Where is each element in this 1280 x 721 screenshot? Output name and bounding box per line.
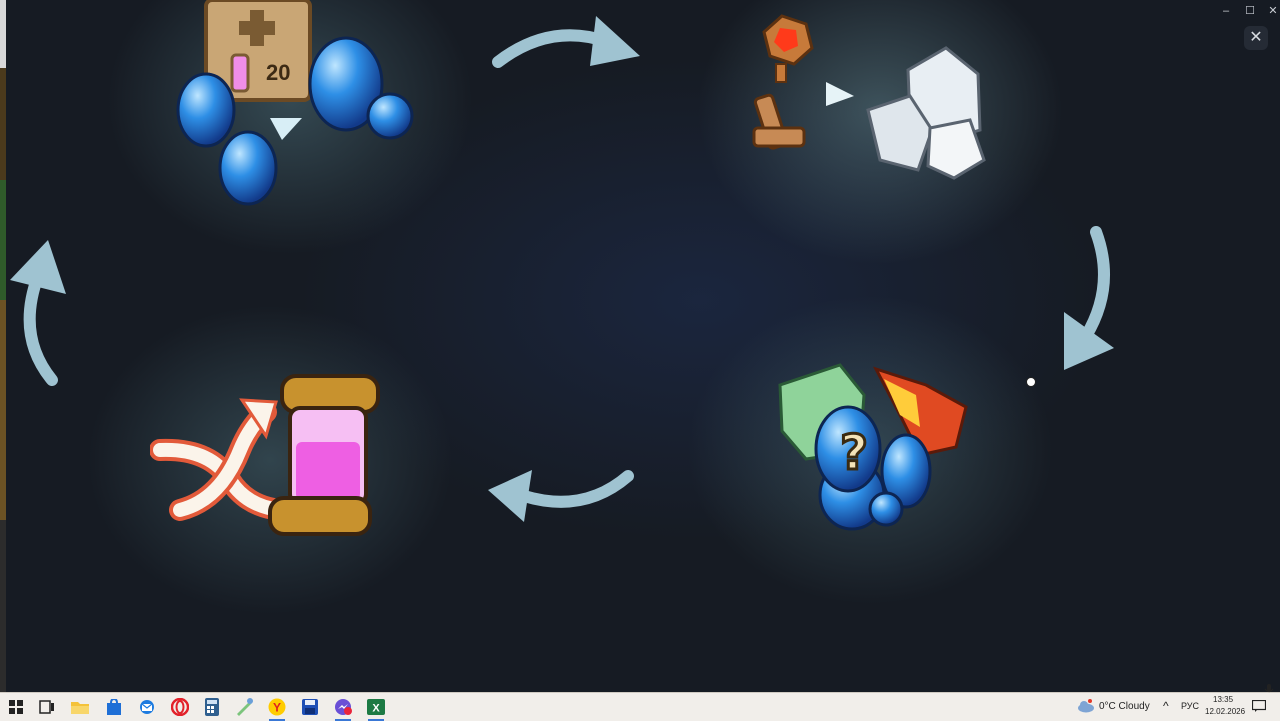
taskbar-app-messenger[interactable] xyxy=(333,697,353,721)
overlay-close-button[interactable]: ✕ xyxy=(1244,26,1268,50)
minimize-button[interactable]: – xyxy=(1222,5,1230,17)
folder-icon xyxy=(71,702,89,714)
language-indicator[interactable]: РУС xyxy=(1181,701,1200,711)
clock-time[interactable]: 13:35 xyxy=(1213,695,1234,704)
game-screen[interactable]: – ☐ ✕ ✕ 20 xyxy=(0,0,1280,692)
runes-to-crystals-item xyxy=(740,10,1000,200)
pink-vial xyxy=(268,374,380,536)
taskbar-app-save[interactable] xyxy=(300,697,320,717)
bronze-rune-fragment xyxy=(752,93,806,150)
paint-icon xyxy=(237,698,253,716)
taskbar-app-explorer[interactable] xyxy=(70,697,90,717)
shuffle-icon xyxy=(149,398,291,521)
background-window-edge xyxy=(0,0,6,692)
taskbar-app-yandex[interactable]: Y xyxy=(267,697,287,721)
notifications-icon[interactable] xyxy=(1252,700,1266,712)
blue-egg xyxy=(308,36,384,132)
windows-logo-icon xyxy=(9,700,23,714)
svg-text:X: X xyxy=(372,703,380,715)
window-close-button[interactable]: ✕ xyxy=(1268,5,1278,17)
task-view-button[interactable] xyxy=(37,697,57,717)
blue-egg xyxy=(218,130,278,206)
red-rune-key xyxy=(762,14,814,83)
ticket-and-eggs-item: 20 xyxy=(170,0,420,210)
taskbar: Y X 0°C Cloudy ^ РУС 13:35 12.02.2026 xyxy=(0,684,1280,721)
blue-egg xyxy=(814,405,882,493)
floppy-icon xyxy=(302,699,318,715)
blue-egg xyxy=(366,92,414,140)
ticket-card xyxy=(204,0,312,102)
maximize-button[interactable]: ☐ xyxy=(1245,5,1255,17)
excel-icon: X xyxy=(367,699,385,715)
tray-chevron-up-icon[interactable]: ^ xyxy=(1163,699,1169,713)
pointer-triangle xyxy=(270,118,302,140)
start-button[interactable] xyxy=(6,697,26,717)
taskbar-app-paint[interactable] xyxy=(234,697,254,717)
opera-icon xyxy=(171,698,189,716)
task-view-icon xyxy=(39,700,54,714)
white-crystals xyxy=(866,46,986,180)
blue-egg xyxy=(880,433,932,509)
clock-date[interactable]: 12.02.2026 xyxy=(1205,707,1246,716)
calculator-icon xyxy=(205,698,219,716)
mystery-bundle-item: ? xyxy=(770,355,980,540)
svg-text:Y: Y xyxy=(273,701,281,715)
ticket-count: 20 xyxy=(266,60,290,85)
weather-cloud-icon xyxy=(1078,699,1094,713)
taskbar-app-excel[interactable]: X xyxy=(366,697,386,721)
weather-label[interactable]: 0°C Cloudy xyxy=(1099,701,1150,712)
cycle-arrow-left xyxy=(10,240,66,386)
blue-egg xyxy=(176,72,236,148)
mail-icon xyxy=(140,700,154,714)
taskbar-app-mail[interactable] xyxy=(137,697,157,717)
mouse-cursor xyxy=(1026,377,1036,387)
pointer-triangle xyxy=(826,82,854,106)
blue-egg xyxy=(868,491,904,527)
yandex-icon: Y xyxy=(268,698,286,716)
cycle-arrow-top xyxy=(492,16,640,68)
mystery-question-mark: ? xyxy=(840,425,868,481)
taskbar-app-opera[interactable] xyxy=(170,697,190,717)
cycle-arrow-bottom xyxy=(488,470,634,522)
microphone-icon xyxy=(1264,684,1274,693)
taskbar-app-store[interactable] xyxy=(104,697,124,717)
shuffle-vial-item xyxy=(149,370,390,545)
taskbar-app-calculator[interactable] xyxy=(202,697,222,717)
store-icon xyxy=(107,699,121,715)
cycle-arrow-right xyxy=(1064,226,1114,370)
messenger-icon xyxy=(335,699,352,715)
